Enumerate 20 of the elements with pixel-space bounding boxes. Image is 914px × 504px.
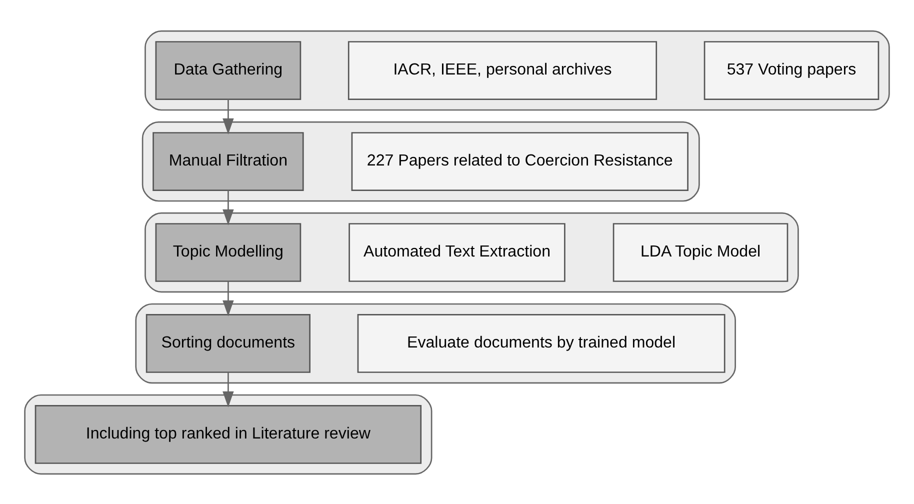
- arrow: [222, 280, 234, 316]
- node-box: Automated Text Extraction: [348, 222, 566, 282]
- node-box: Manual Filtration: [152, 132, 304, 190]
- node-box: Data Gathering: [155, 40, 302, 100]
- node-box: Including top ranked in Literature review: [34, 404, 422, 464]
- cluster: [135, 302, 736, 384]
- arrow: [222, 190, 234, 225]
- node-box: IACR, IEEE, personal archives: [348, 40, 658, 100]
- arrow: [222, 98, 234, 134]
- node-box: Sorting documents: [146, 314, 310, 372]
- node-box: 537 Voting papers: [704, 40, 880, 100]
- node-box: LDA Topic Model: [612, 222, 788, 282]
- cluster: [144, 30, 890, 110]
- node-box: 227 Papers related to Coercion Resistance: [351, 132, 688, 190]
- node-box: Evaluate documents by trained model: [357, 314, 726, 372]
- cluster: [24, 394, 432, 474]
- cluster: [142, 120, 700, 202]
- cluster: [144, 212, 799, 292]
- arrow: [222, 372, 234, 407]
- node-box: Topic Modelling: [155, 222, 302, 282]
